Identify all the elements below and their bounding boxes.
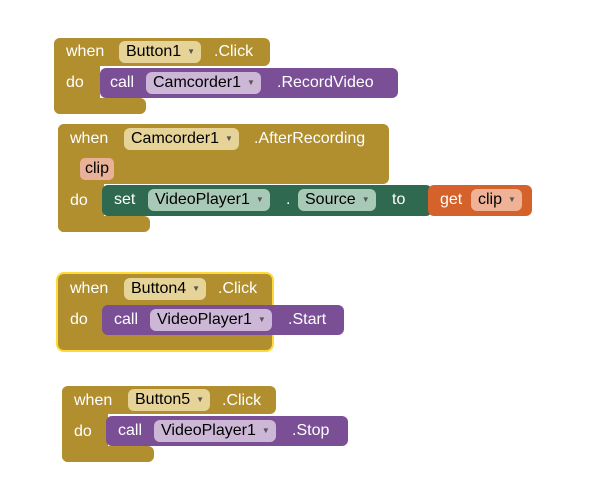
dropdown-arrow-icon: ▼ bbox=[257, 315, 266, 324]
call-block-camcorder1-recordvideo[interactable]: call Camcorder1 ▼ .RecordVideo bbox=[100, 68, 398, 98]
component-dropdown-label: Camcorder1 bbox=[131, 130, 220, 147]
event-name: .Click bbox=[218, 280, 258, 297]
to-keyword: to bbox=[392, 191, 406, 208]
event-name: .Click bbox=[222, 392, 262, 409]
component-dropdown-label: VideoPlayer1 bbox=[161, 422, 256, 439]
do-keyword: do bbox=[74, 423, 92, 440]
property-dropdown-source[interactable]: Source ▼ bbox=[298, 189, 376, 211]
call-keyword: call bbox=[114, 311, 139, 328]
property-separator-dot: . bbox=[286, 191, 291, 208]
get-block-clip[interactable]: get clip ▼ bbox=[428, 185, 532, 216]
event-block-camcorder1-afterrecording[interactable]: when Camcorder1 ▼ .AfterRecording clip d… bbox=[58, 124, 534, 232]
method-name: .RecordVideo bbox=[277, 74, 374, 91]
event-name: .AfterRecording bbox=[254, 130, 366, 147]
call-keyword: call bbox=[110, 74, 135, 91]
component-dropdown-videoplayer1[interactable]: VideoPlayer1 ▼ bbox=[150, 309, 272, 331]
get-keyword: get bbox=[440, 191, 463, 208]
event-block-footer bbox=[62, 446, 154, 462]
when-keyword: when bbox=[66, 43, 105, 60]
when-keyword: when bbox=[74, 392, 113, 409]
when-keyword: when bbox=[70, 280, 109, 297]
dropdown-arrow-icon: ▼ bbox=[247, 78, 255, 87]
component-dropdown-label: Button4 bbox=[131, 280, 187, 297]
event-parameter-clip[interactable]: clip bbox=[80, 158, 115, 180]
dropdown-arrow-icon: ▼ bbox=[187, 47, 196, 56]
property-dropdown-label: Source bbox=[305, 191, 356, 208]
component-dropdown-label: VideoPlayer1 bbox=[155, 191, 250, 208]
component-dropdown-label: Camcorder1 bbox=[153, 74, 242, 91]
set-block-videoplayer1-source[interactable]: set VideoPlayer1 ▼ . Source ▼ to bbox=[102, 185, 432, 216]
call-block-videoplayer1-start[interactable]: call VideoPlayer1 ▼ .Start bbox=[102, 305, 344, 335]
dropdown-arrow-icon: ▼ bbox=[192, 284, 201, 293]
do-keyword: do bbox=[66, 74, 84, 91]
method-name: .Stop bbox=[292, 422, 330, 439]
event-parameter-label: clip bbox=[85, 160, 110, 177]
event-name: .Click bbox=[214, 43, 254, 60]
variable-dropdown-label: clip bbox=[478, 191, 503, 208]
component-dropdown-button4[interactable]: Button4 ▼ bbox=[124, 278, 207, 300]
event-block-footer bbox=[58, 216, 150, 232]
call-keyword: call bbox=[118, 422, 143, 439]
do-keyword: do bbox=[70, 311, 88, 328]
component-dropdown-label: Button1 bbox=[126, 43, 182, 60]
component-dropdown-camcorder1[interactable]: Camcorder1 ▼ bbox=[146, 72, 261, 94]
component-dropdown-videoplayer1[interactable]: VideoPlayer1 ▼ bbox=[148, 189, 270, 211]
dropdown-arrow-icon: ▼ bbox=[361, 195, 370, 204]
dropdown-arrow-icon: ▼ bbox=[196, 395, 205, 404]
set-keyword: set bbox=[114, 191, 136, 208]
component-dropdown-camcorder1[interactable]: Camcorder1 ▼ bbox=[124, 128, 239, 150]
component-dropdown-label: VideoPlayer1 bbox=[157, 311, 252, 328]
component-dropdown-label: Button5 bbox=[135, 391, 191, 408]
event-block-button1-click[interactable]: when Button1 ▼ .Click do call Camcorder1… bbox=[54, 38, 398, 114]
call-block-videoplayer1-stop[interactable]: call VideoPlayer1 ▼ .Stop bbox=[106, 416, 348, 446]
method-name: .Start bbox=[288, 311, 327, 328]
when-keyword: when bbox=[70, 130, 109, 147]
dropdown-arrow-icon: ▼ bbox=[225, 134, 233, 143]
dropdown-arrow-icon: ▼ bbox=[508, 195, 516, 204]
component-dropdown-button1[interactable]: Button1 ▼ bbox=[119, 41, 202, 63]
dropdown-arrow-icon: ▼ bbox=[261, 426, 270, 435]
event-block-footer bbox=[54, 98, 146, 114]
dropdown-arrow-icon: ▼ bbox=[255, 195, 264, 204]
component-dropdown-videoplayer1[interactable]: VideoPlayer1 ▼ bbox=[154, 420, 276, 442]
variable-dropdown-clip[interactable]: clip ▼ bbox=[471, 189, 522, 211]
event-block-button4-click[interactable]: when Button4 ▼ .Click do call VideoPlaye… bbox=[58, 274, 344, 350]
component-dropdown-button5[interactable]: Button5 ▼ bbox=[128, 389, 211, 411]
event-block-button5-click[interactable]: when Button5 ▼ .Click do call VideoPlaye… bbox=[62, 386, 348, 462]
do-keyword: do bbox=[70, 192, 88, 209]
